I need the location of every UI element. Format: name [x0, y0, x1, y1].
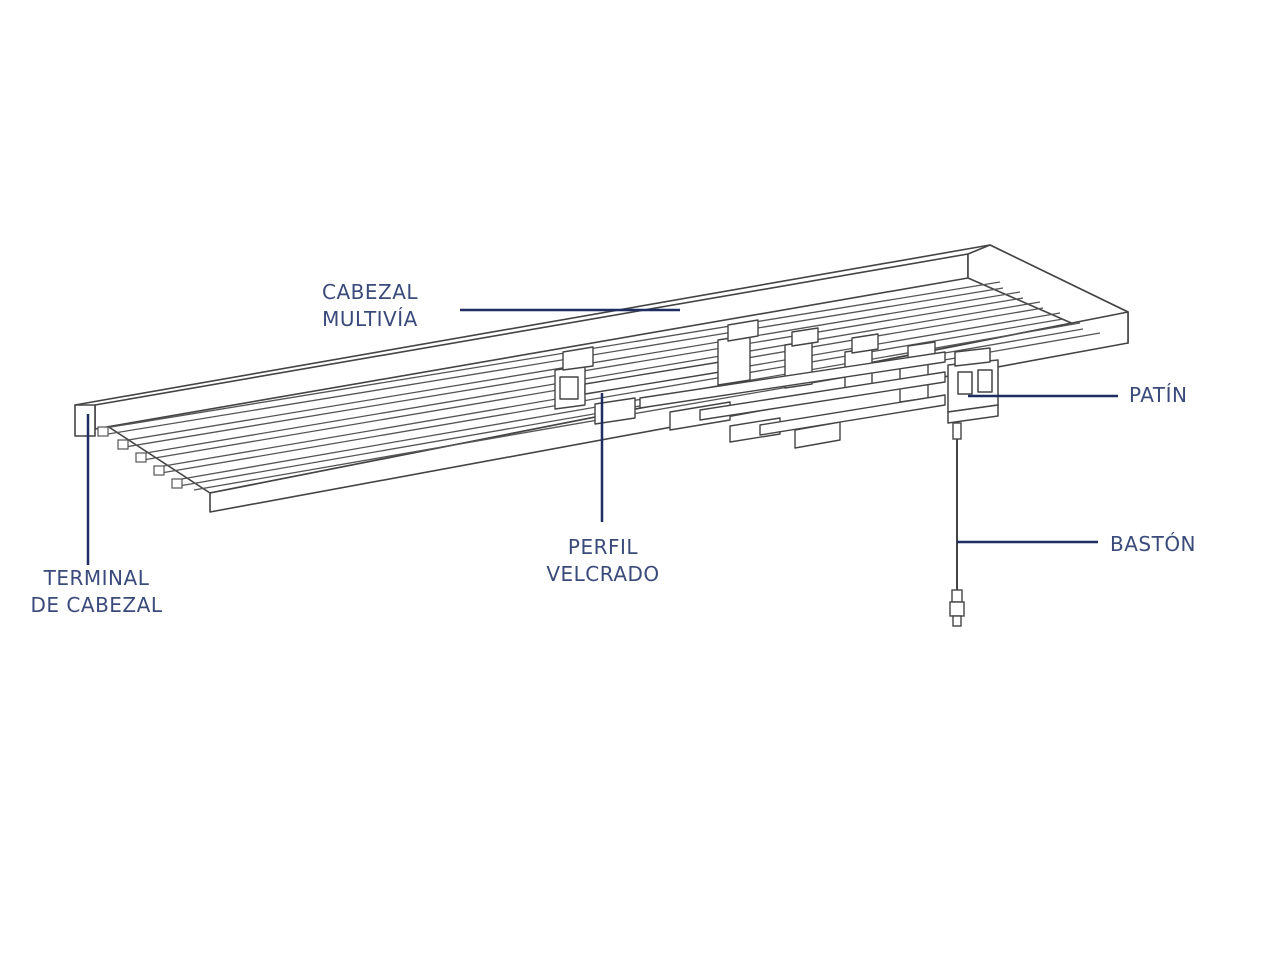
master-carrier	[947, 347, 999, 424]
label-baston: BASTÓN	[1110, 531, 1220, 558]
wand	[949, 422, 965, 627]
track-end-tabs-left	[97, 426, 183, 489]
carriers	[554, 319, 946, 449]
callout-lines	[86, 308, 1118, 565]
label-cabezal-multivia-line1: CABEZAL	[321, 280, 419, 304]
label-patin: PATÍN	[1129, 382, 1219, 409]
carrier-2	[717, 334, 751, 386]
label-terminal-cabezal-line1: TERMINAL	[43, 566, 150, 590]
label-perfil-velcrado-line1: PERFIL	[567, 535, 639, 559]
label-terminal-cabezal: TERMINAL DE CABEZAL	[14, 565, 179, 619]
label-perfil-velcrado: PERFIL VELCRADO	[528, 534, 678, 588]
label-cabezal-multivia: CABEZAL MULTIVÍA	[300, 279, 440, 333]
headrail-left-end	[74, 404, 96, 437]
label-baston-text: BASTÓN	[1110, 532, 1197, 556]
label-cabezal-multivia-line2: MULTIVÍA	[322, 307, 418, 331]
label-patin-text: PATÍN	[1129, 383, 1188, 407]
label-perfil-velcrado-line2: VELCRADO	[546, 562, 660, 586]
label-terminal-cabezal-line2: DE CABEZAL	[30, 593, 163, 617]
